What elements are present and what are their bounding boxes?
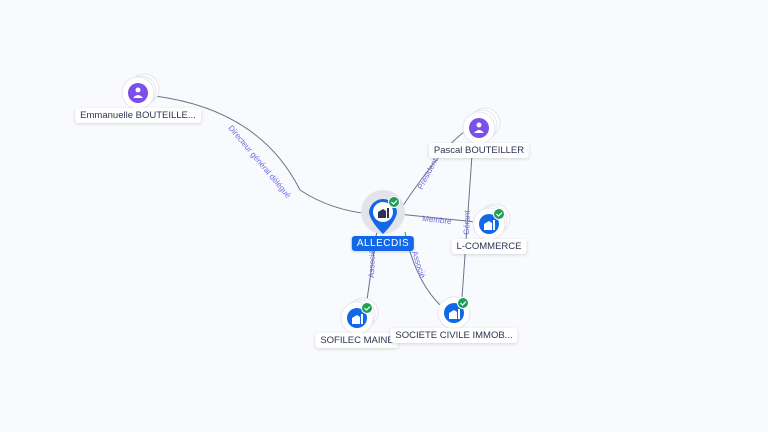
edge-membre: [397, 213, 477, 223]
edge-label-president: Président: [416, 156, 440, 191]
verified-check-icon: [457, 297, 469, 309]
building-icon: [449, 309, 460, 319]
node-sofilec[interactable]: [340, 297, 379, 335]
building-icon: [352, 314, 363, 324]
edge-label-gerant: Gérant: [462, 210, 472, 236]
node-pascal[interactable]: [462, 107, 501, 145]
edge-president: [399, 131, 465, 211]
person-icon: [133, 87, 143, 98]
edge-directeur-general-delegue: [154, 95, 371, 215]
verified-check-icon: [361, 302, 373, 314]
node-label-pascal[interactable]: Pascal BOUTEILLER: [428, 143, 530, 158]
node-sci[interactable]: [437, 296, 471, 330]
edge-gerant: [461, 154, 473, 299]
node-emmanuelle[interactable]: [121, 73, 160, 110]
edge-label-membre: Membre: [422, 214, 453, 226]
edge-label-associe-1: Associé: [367, 249, 377, 278]
node-allecdis[interactable]: [361, 190, 405, 234]
node-lcommerce[interactable]: [472, 203, 511, 241]
node-label-allecdis[interactable]: ALLECDIS: [351, 236, 415, 251]
node-label-sofilec[interactable]: SOFILEC MAINE: [315, 333, 399, 348]
building-icon: [484, 220, 495, 230]
node-label-emmanuelle[interactable]: Emmanuelle BOUTEILLE...: [75, 108, 201, 123]
verified-check-icon: [493, 208, 505, 220]
verified-check-icon: [388, 196, 400, 208]
person-icon: [474, 122, 484, 133]
building-icon: [378, 208, 389, 218]
edge-label-associe-2: Associé: [410, 250, 427, 280]
node-label-lcommerce[interactable]: L-COMMERCE: [451, 239, 527, 254]
node-label-sci[interactable]: SOCIETE CIVILE IMMOB...: [390, 328, 518, 343]
